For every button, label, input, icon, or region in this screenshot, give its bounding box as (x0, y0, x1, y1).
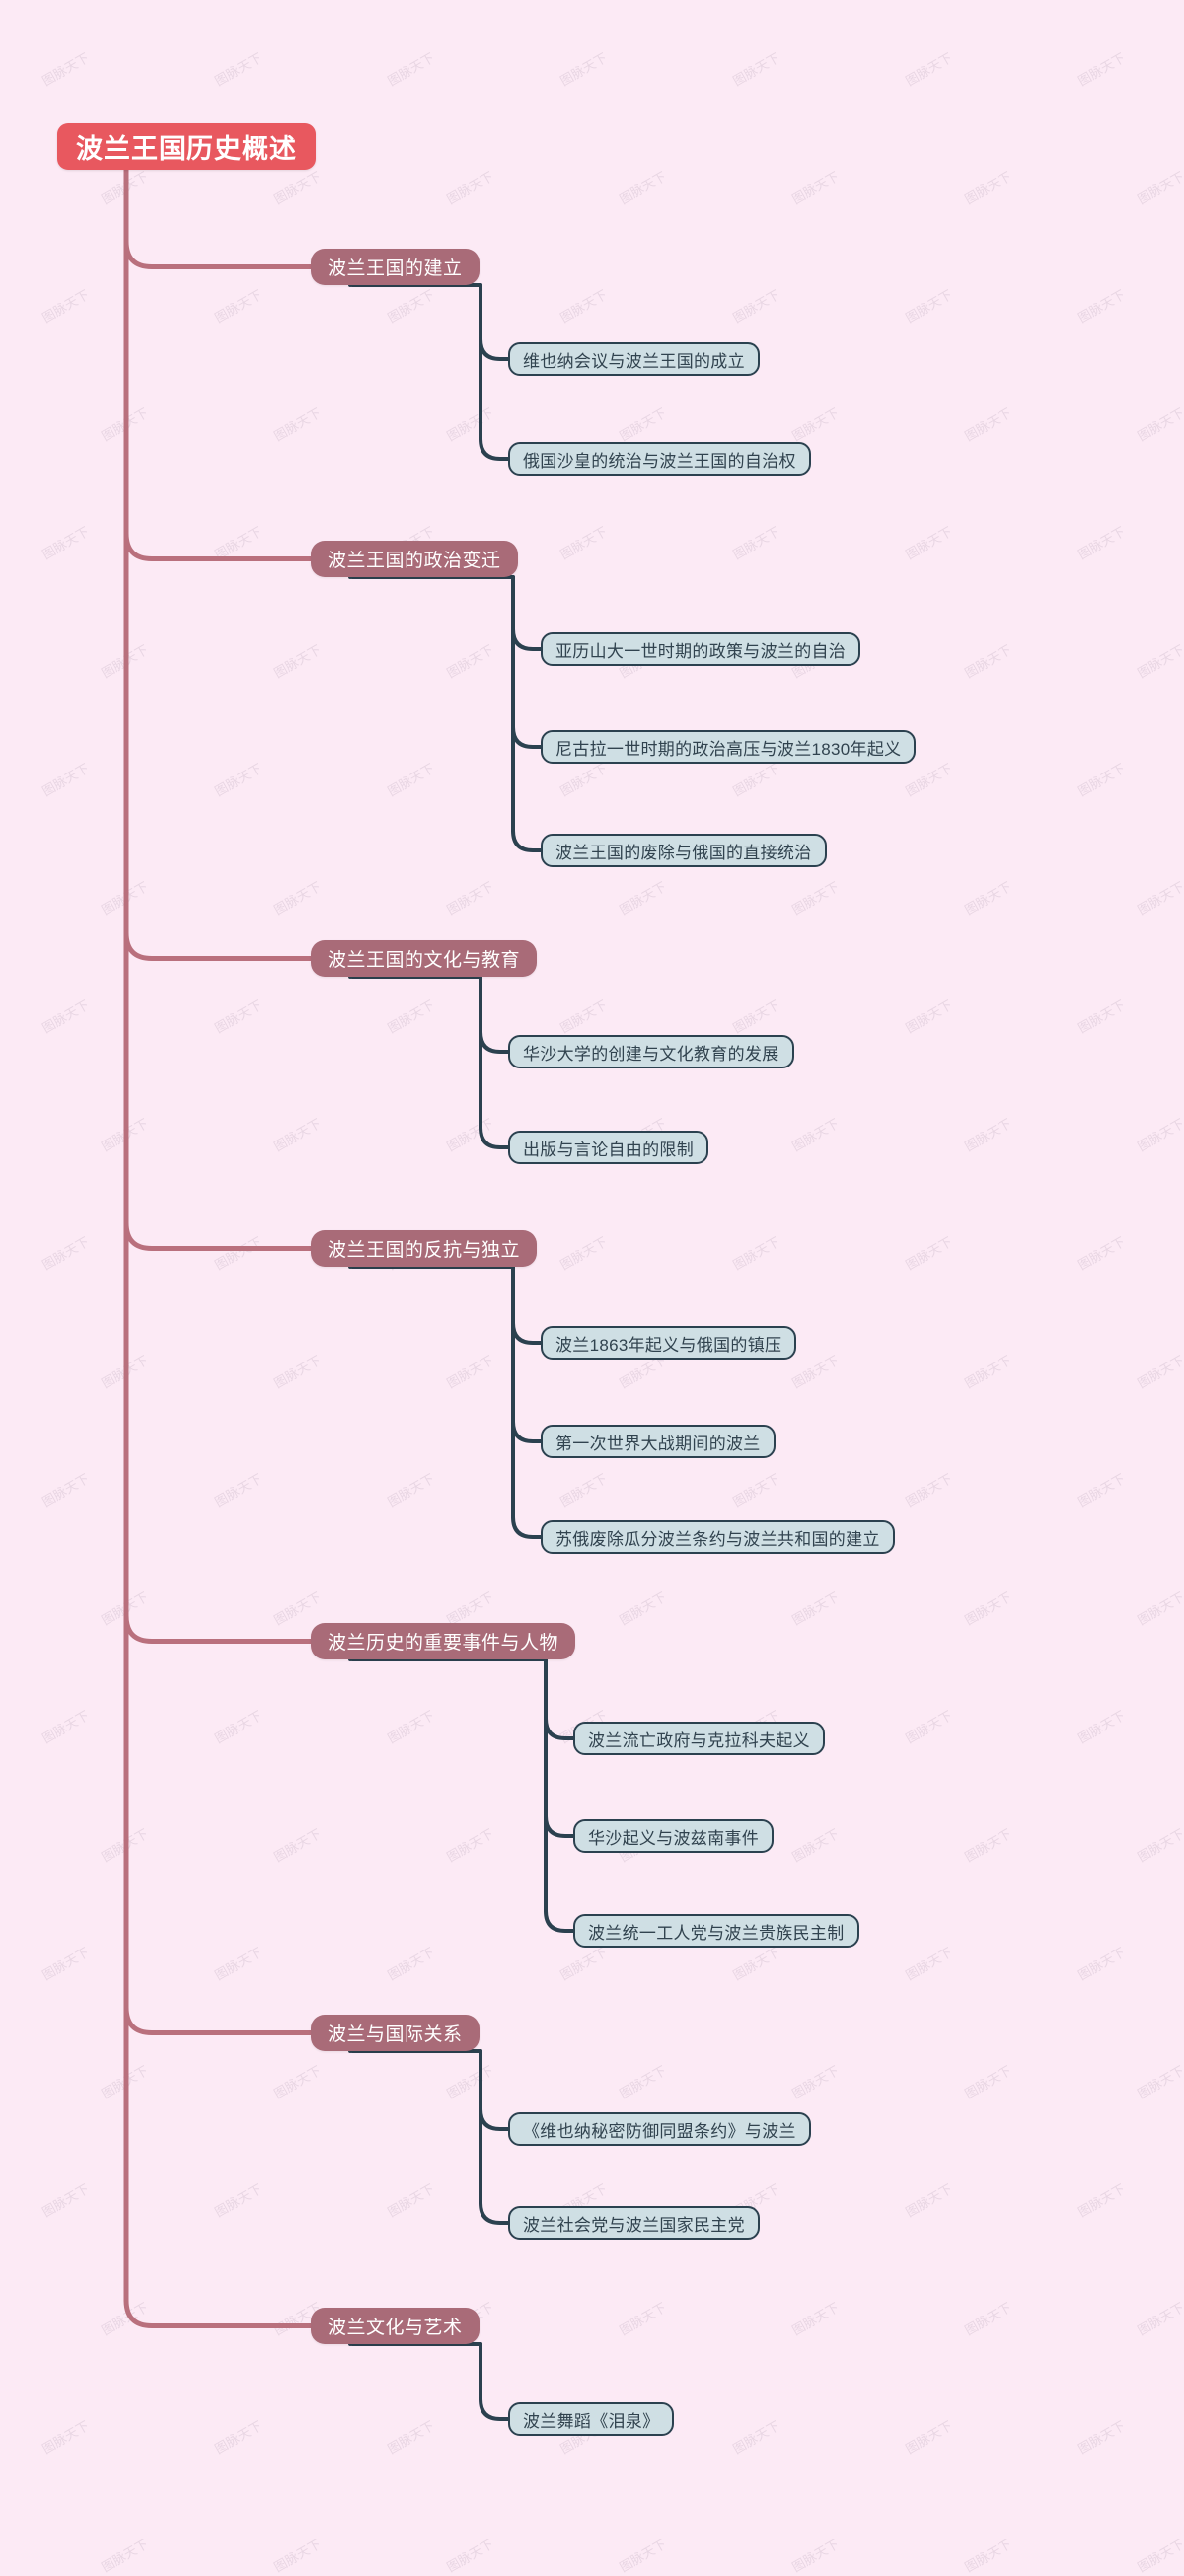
mindmap-leaf-node-2-1-label: 出版与言论自由的限制 (523, 1140, 694, 1159)
mindmap-leaf-node-4-2-label: 波兰统一工人党与波兰贵族民主制 (588, 1923, 845, 1943)
mindmap-branch-node-0-label: 波兰王国的建立 (328, 258, 463, 279)
connector (479, 2201, 510, 2225)
mindmap-branch-node-1[interactable]: 波兰王国的政治变迁 (311, 541, 518, 577)
connector (544, 1909, 575, 1933)
mindmap-leaf-node-6-0[interactable]: 波兰舞蹈《泪泉》 (508, 2402, 675, 2436)
mindmap-leaf-node-5-1-label: 波兰社会党与波兰国家民主党 (523, 2215, 745, 2235)
mindmap-branch-node-3-label: 波兰王国的反抗与独立 (328, 1240, 521, 1261)
mindmap-leaf-node-0-0-label: 维也纳会议与波兰王国的成立 (523, 351, 745, 371)
mindmap-leaf-node-0-1-label: 俄国沙皇的统治与波兰王国的自治权 (523, 451, 796, 471)
mindmap-branch-node-5-label: 波兰与国际关系 (328, 2024, 463, 2045)
mindmap-branch-node-0[interactable]: 波兰王国的建立 (311, 249, 480, 285)
mindmap-leaf-node-1-1[interactable]: 尼古拉一世时期的政治高压与波兰1830年起义 (541, 730, 917, 764)
connector (479, 337, 510, 361)
mindmap-leaf-node-1-0-label: 亚历山大一世时期的政策与波兰的自治 (555, 641, 847, 661)
mindmap-leaf-node-1-2-label: 波兰王国的废除与俄国的直接统治 (555, 843, 812, 862)
mindmap-leaf-node-4-2[interactable]: 波兰统一工人党与波兰贵族民主制 (573, 1914, 859, 1948)
connector (123, 930, 314, 961)
mindmap-leaf-node-5-0-label: 《维也纳秘密防御同盟条约》与波兰 (523, 2121, 796, 2141)
connector (123, 239, 314, 269)
mindmap-leaf-node-3-1-label: 第一次世界大战期间的波兰 (555, 1434, 761, 1453)
mindmap-leaf-node-2-1[interactable]: 出版与言论自由的限制 (508, 1131, 708, 1164)
mindmap-branch-node-6[interactable]: 波兰文化与艺术 (311, 2308, 480, 2344)
mindmap-leaf-node-6-0-label: 波兰舞蹈《泪泉》 (523, 2411, 660, 2431)
mindmap-branch-node-2-label: 波兰王国的文化与教育 (328, 950, 521, 971)
mindmap-leaf-node-1-1-label: 尼古拉一世时期的政治高压与波兰1830年起义 (555, 739, 902, 759)
connector (511, 829, 543, 852)
connector (511, 627, 543, 651)
mindmap-leaf-node-3-2-label: 苏俄废除瓜分波兰条约与波兰共和国的建立 (555, 1529, 880, 1549)
mindmap-leaf-node-0-1[interactable]: 俄国沙皇的统治与波兰王国的自治权 (508, 442, 811, 476)
mindmap-leaf-node-2-0[interactable]: 华沙大学的创建与文化教育的发展 (508, 1035, 794, 1068)
mindmap-leaf-node-3-0-label: 波兰1863年起义与俄国的镇压 (555, 1335, 782, 1355)
mindmap-leaf-node-3-1[interactable]: 第一次世界大战期间的波兰 (541, 1425, 776, 1458)
connector (511, 725, 543, 749)
mindmap-branch-node-3[interactable]: 波兰王国的反抗与独立 (311, 1230, 538, 1267)
mindmap-leaf-node-2-0-label: 华沙大学的创建与文化教育的发展 (523, 1044, 779, 1064)
mindmap-branch-node-2[interactable]: 波兰王国的文化与教育 (311, 940, 538, 977)
mindmap-leaf-node-4-0[interactable]: 波兰流亡政府与克拉科夫起义 (573, 1722, 825, 1755)
mindmap-leaf-node-1-0[interactable]: 亚历山大一世时期的政策与波兰的自治 (541, 632, 861, 666)
mindmap-root-node[interactable]: 波兰王国历史概述 (57, 123, 316, 170)
mindmap-leaf-node-1-2[interactable]: 波兰王国的废除与俄国的直接统治 (541, 834, 827, 867)
mindmap-leaf-node-4-0-label: 波兰流亡政府与克拉科夫起义 (588, 1730, 810, 1750)
connector (479, 437, 510, 461)
connector (544, 1717, 575, 1740)
connector (123, 1220, 314, 1251)
mindmap-root-node-label: 波兰王国历史概述 (76, 134, 297, 164)
mindmap-leaf-node-0-0[interactable]: 维也纳会议与波兰王国的成立 (508, 342, 760, 376)
connector (123, 1613, 314, 1644)
mindmap-leaf-node-4-1-label: 华沙起义与波兹南事件 (588, 1828, 759, 1848)
mindmap-leaf-node-3-0[interactable]: 波兰1863年起义与俄国的镇压 (541, 1326, 797, 1360)
mindmap-branch-node-4-label: 波兰历史的重要事件与人物 (328, 1633, 559, 1654)
connector (123, 531, 314, 561)
mindmap-branch-node-6-label: 波兰文化与艺术 (328, 2318, 463, 2338)
mindmap-leaf-node-4-1[interactable]: 华沙起义与波兹南事件 (573, 1819, 774, 1853)
connector (511, 1515, 543, 1539)
connector (479, 1030, 510, 1054)
connector (479, 1126, 510, 1149)
mindmap-branch-node-1-label: 波兰王国的政治变迁 (328, 551, 501, 571)
connector (123, 2005, 314, 2035)
mindmap-leaf-node-3-2[interactable]: 苏俄废除瓜分波兰条约与波兰共和国的建立 (541, 1520, 895, 1554)
mindmap-branch-node-5[interactable]: 波兰与国际关系 (311, 2015, 480, 2051)
connector (544, 1814, 575, 1838)
mindmap-leaf-node-5-0[interactable]: 《维也纳秘密防御同盟条约》与波兰 (508, 2112, 811, 2146)
connector (479, 2397, 510, 2421)
mindmap-leaf-node-5-1[interactable]: 波兰社会党与波兰国家民主党 (508, 2206, 760, 2240)
connector (511, 1420, 543, 1443)
connector (123, 2298, 314, 2328)
connector (479, 2107, 510, 2131)
connector (511, 1321, 543, 1345)
mindmap-branch-node-4[interactable]: 波兰历史的重要事件与人物 (311, 1623, 576, 1659)
